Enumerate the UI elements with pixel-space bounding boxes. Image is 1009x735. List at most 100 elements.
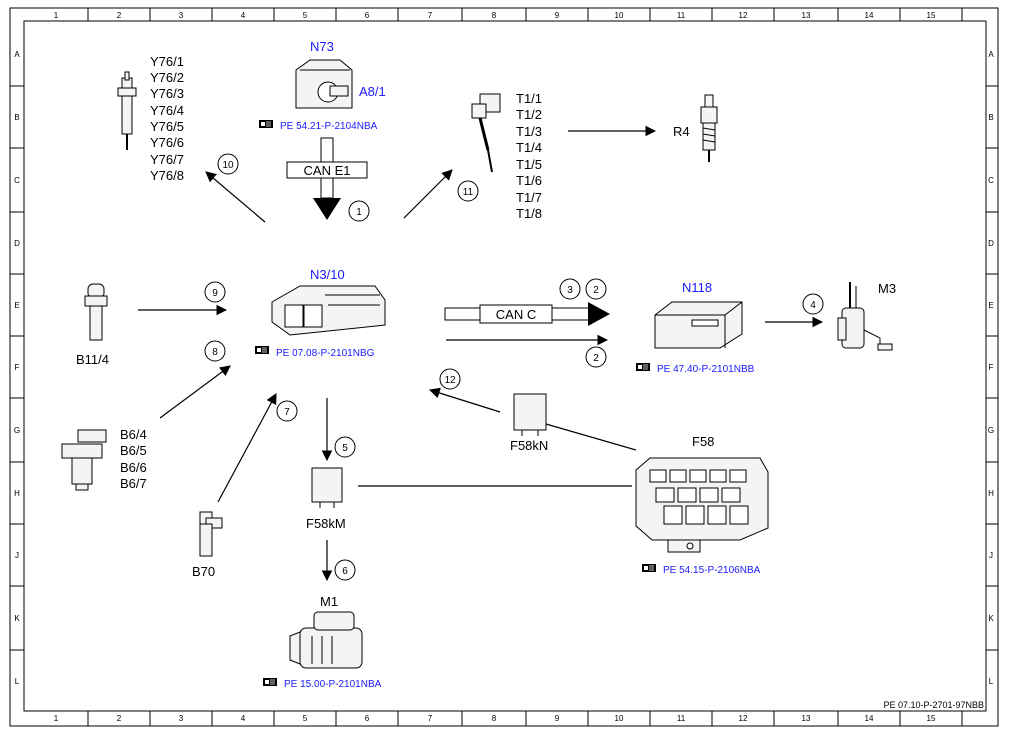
grid-col-label: 15 bbox=[927, 11, 936, 20]
callout-12: 12 bbox=[439, 368, 461, 390]
grid-row-label: L bbox=[989, 677, 994, 686]
grid-col-label: 8 bbox=[492, 714, 497, 723]
fuel-pump-control-unit-icon bbox=[654, 301, 743, 349]
grid-columns-top: 1 2 3 4 5 6 7 8 9 10 11 12 13 14 15 bbox=[54, 8, 963, 21]
grid-col-label: 3 bbox=[179, 11, 184, 20]
grid-row-label: K bbox=[988, 614, 994, 623]
grid-row-label: A bbox=[988, 50, 994, 59]
grid-col-label: 1 bbox=[54, 11, 59, 20]
callout-11: 11 bbox=[457, 180, 479, 202]
can-c-label: CAN C bbox=[496, 307, 536, 322]
grid-row-label: H bbox=[14, 489, 20, 498]
grid-col-label: 2 bbox=[117, 714, 122, 723]
can-e1-label: CAN E1 bbox=[304, 163, 351, 178]
arrow-11 bbox=[403, 169, 453, 219]
svg-text:2: 2 bbox=[593, 353, 599, 364]
grid-col-label: 15 bbox=[927, 714, 936, 723]
callout-2: 2 bbox=[585, 278, 607, 300]
svg-text:10: 10 bbox=[222, 160, 234, 171]
t1-label: T1/7 bbox=[516, 190, 542, 205]
grid-col-label: 14 bbox=[865, 11, 874, 20]
arrow-12 bbox=[428, 387, 501, 413]
grid-col-label: 1 bbox=[54, 714, 59, 723]
can-c-box bbox=[479, 304, 553, 324]
b11-4-label: B11/4 bbox=[76, 352, 109, 367]
grid-row-label: C bbox=[14, 176, 20, 185]
f58-label: F58 bbox=[692, 434, 714, 449]
callout-1: 1 bbox=[348, 200, 370, 222]
y76-label: Y76/7 bbox=[150, 152, 184, 167]
book-icon bbox=[635, 362, 651, 372]
spark-plug-icon bbox=[700, 94, 718, 162]
y76-label: Y76/8 bbox=[150, 168, 184, 183]
t1-label: T1/6 bbox=[516, 173, 542, 188]
n118-ref-link[interactable]: PE 47.40-P-2101NBB bbox=[657, 364, 755, 375]
camshaft-sensor-icon bbox=[61, 429, 107, 491]
m3-label: M3 bbox=[878, 281, 896, 296]
svg-text:11: 11 bbox=[463, 187, 474, 198]
svg-text:12: 12 bbox=[444, 375, 456, 386]
a8-1-label: A8/1 bbox=[359, 84, 386, 99]
grid-row-label: G bbox=[988, 426, 994, 435]
t1-label: T1/2 bbox=[516, 107, 542, 122]
grid-col-label: 7 bbox=[428, 714, 433, 723]
can-c-arrowhead bbox=[588, 302, 610, 326]
grid-row-label: G bbox=[14, 426, 20, 435]
grid-col-label: 6 bbox=[365, 11, 370, 20]
relay-icon bbox=[513, 393, 547, 436]
y76-label: Y76/6 bbox=[150, 135, 184, 150]
n3-10-label: N3/10 bbox=[310, 267, 345, 282]
arrow-10 bbox=[205, 171, 266, 223]
grid-row-label: K bbox=[14, 614, 20, 623]
document-reference: PE 07.10-P-2701-97NBB bbox=[883, 700, 984, 710]
svg-text:2: 2 bbox=[593, 285, 599, 296]
grid-row-label: J bbox=[989, 551, 993, 560]
y76-label: Y76/1 bbox=[150, 54, 184, 69]
arrow-8 bbox=[159, 365, 231, 419]
t1-label: T1/1 bbox=[516, 91, 542, 106]
n3-10-ref-link[interactable]: PE 07.08-P-2101NBG bbox=[276, 348, 375, 359]
arrow-7 bbox=[217, 393, 277, 503]
engine-control-unit-icon bbox=[271, 285, 386, 336]
b6-label: B6/4 bbox=[120, 427, 147, 442]
callout-3: 3 bbox=[559, 278, 581, 300]
svg-text:7: 7 bbox=[284, 407, 290, 418]
injector-icon bbox=[117, 71, 137, 150]
can-e1-box bbox=[286, 161, 368, 179]
svg-text:5: 5 bbox=[342, 443, 348, 454]
svg-text:6: 6 bbox=[342, 566, 348, 577]
b70-label: B70 bbox=[192, 564, 215, 579]
grid-col-label: 14 bbox=[865, 714, 874, 723]
svg-text:4: 4 bbox=[810, 300, 816, 311]
grid-col-label: 2 bbox=[117, 11, 122, 20]
m1-ref-link[interactable]: PE 15.00-P-2101NBA bbox=[284, 679, 382, 690]
m1-label: M1 bbox=[320, 594, 338, 609]
grid-row-label: D bbox=[988, 239, 994, 248]
starter-motor-icon bbox=[289, 611, 363, 669]
b6-label: B6/5 bbox=[120, 443, 147, 458]
t1-label: T1/8 bbox=[516, 206, 542, 221]
f58km-label: F58kM bbox=[306, 516, 346, 531]
temperature-sensor-icon bbox=[84, 283, 108, 341]
n73-ref-link[interactable]: PE 54.21-P-2104NBA bbox=[280, 121, 378, 132]
grid-col-label: 9 bbox=[555, 714, 560, 723]
inner-frame bbox=[23, 20, 987, 712]
y76-label: Y76/3 bbox=[150, 86, 184, 101]
grid-col-label: 4 bbox=[241, 714, 246, 723]
f58kn-label: F58kN bbox=[510, 438, 548, 453]
relay-icon bbox=[311, 467, 343, 508]
t1-label: T1/4 bbox=[516, 140, 542, 155]
grid-col-label: 9 bbox=[555, 11, 560, 20]
outer-frame bbox=[9, 7, 999, 727]
callout-2: 2 bbox=[585, 346, 607, 368]
can-e1-arrowhead bbox=[313, 198, 341, 220]
grid-rows: A B C D E F G H J K L A B C D E F G H J … bbox=[10, 50, 998, 686]
ignition-switch-icon bbox=[295, 59, 353, 109]
n118-label: N118 bbox=[682, 280, 712, 295]
r4-label: R4 bbox=[673, 124, 690, 139]
grid-row-label: D bbox=[14, 239, 20, 248]
f58-ref-link[interactable]: PE 54.15-P-2106NBA bbox=[663, 565, 761, 576]
y76-label: Y76/2 bbox=[150, 70, 184, 85]
callout-10: 10 bbox=[217, 153, 239, 175]
